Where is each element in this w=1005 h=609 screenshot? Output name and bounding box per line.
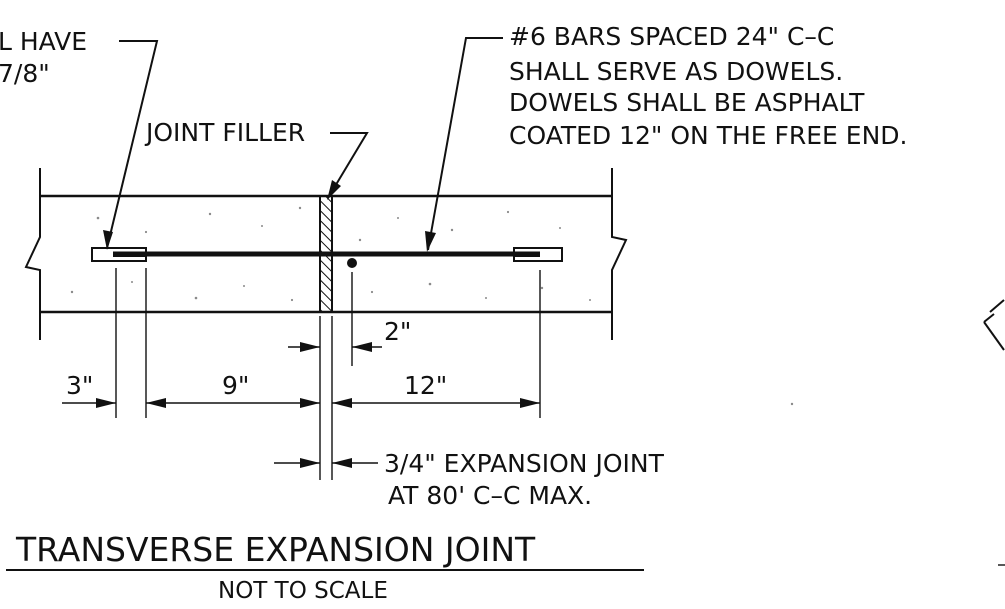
dim-2-label: 2": [384, 317, 411, 346]
bars-note-line1: #6 BARS SPACED 24" C–C: [509, 22, 834, 51]
expansion-dim-line: [274, 458, 378, 468]
dim-3-label: 3": [66, 371, 93, 400]
bars-note-line2: SHALL SERVE AS DOWELS.: [509, 57, 843, 86]
bars-note-line3: DOWELS SHALL BE ASPHALT: [509, 88, 865, 117]
extension-lines: [115, 268, 541, 480]
expansion-note-line2: AT 80' C–C MAX.: [388, 481, 592, 510]
dowel-cap-leader: [103, 40, 159, 250]
right-break-line: [611, 168, 628, 340]
drawing-title: TRANSVERSE EXPANSION JOINT: [15, 530, 536, 569]
bars-note-line4: COATED 12" ON THE FREE END.: [509, 121, 908, 150]
left-break-line: [24, 168, 41, 340]
dim-9-label: 9": [222, 371, 249, 400]
expansion-note-line1: 3/4" EXPANSION JOINT: [384, 449, 665, 478]
dowel-bar: [91, 247, 563, 268]
dowel-cap-note-line2: 7/8": [0, 59, 50, 88]
dowel-cap-note-line1: L HAVE: [0, 27, 87, 56]
dim-2-line: [288, 342, 382, 352]
dim-12-line: [332, 398, 540, 408]
joint-filler-leader: [327, 132, 369, 200]
dim-3-line: [62, 398, 116, 408]
concrete-texture: [70, 206, 591, 302]
dowel-marker-dot: [347, 258, 357, 268]
dim-12-label: 12": [404, 371, 447, 400]
joint-filler-note: JOINT FILLER: [144, 118, 305, 147]
scale-note: NOT TO SCALE: [218, 578, 388, 604]
bars-leader: [425, 37, 503, 252]
adjacent-detail-fragment: [790, 299, 1005, 566]
dim-9-line: [146, 398, 320, 408]
